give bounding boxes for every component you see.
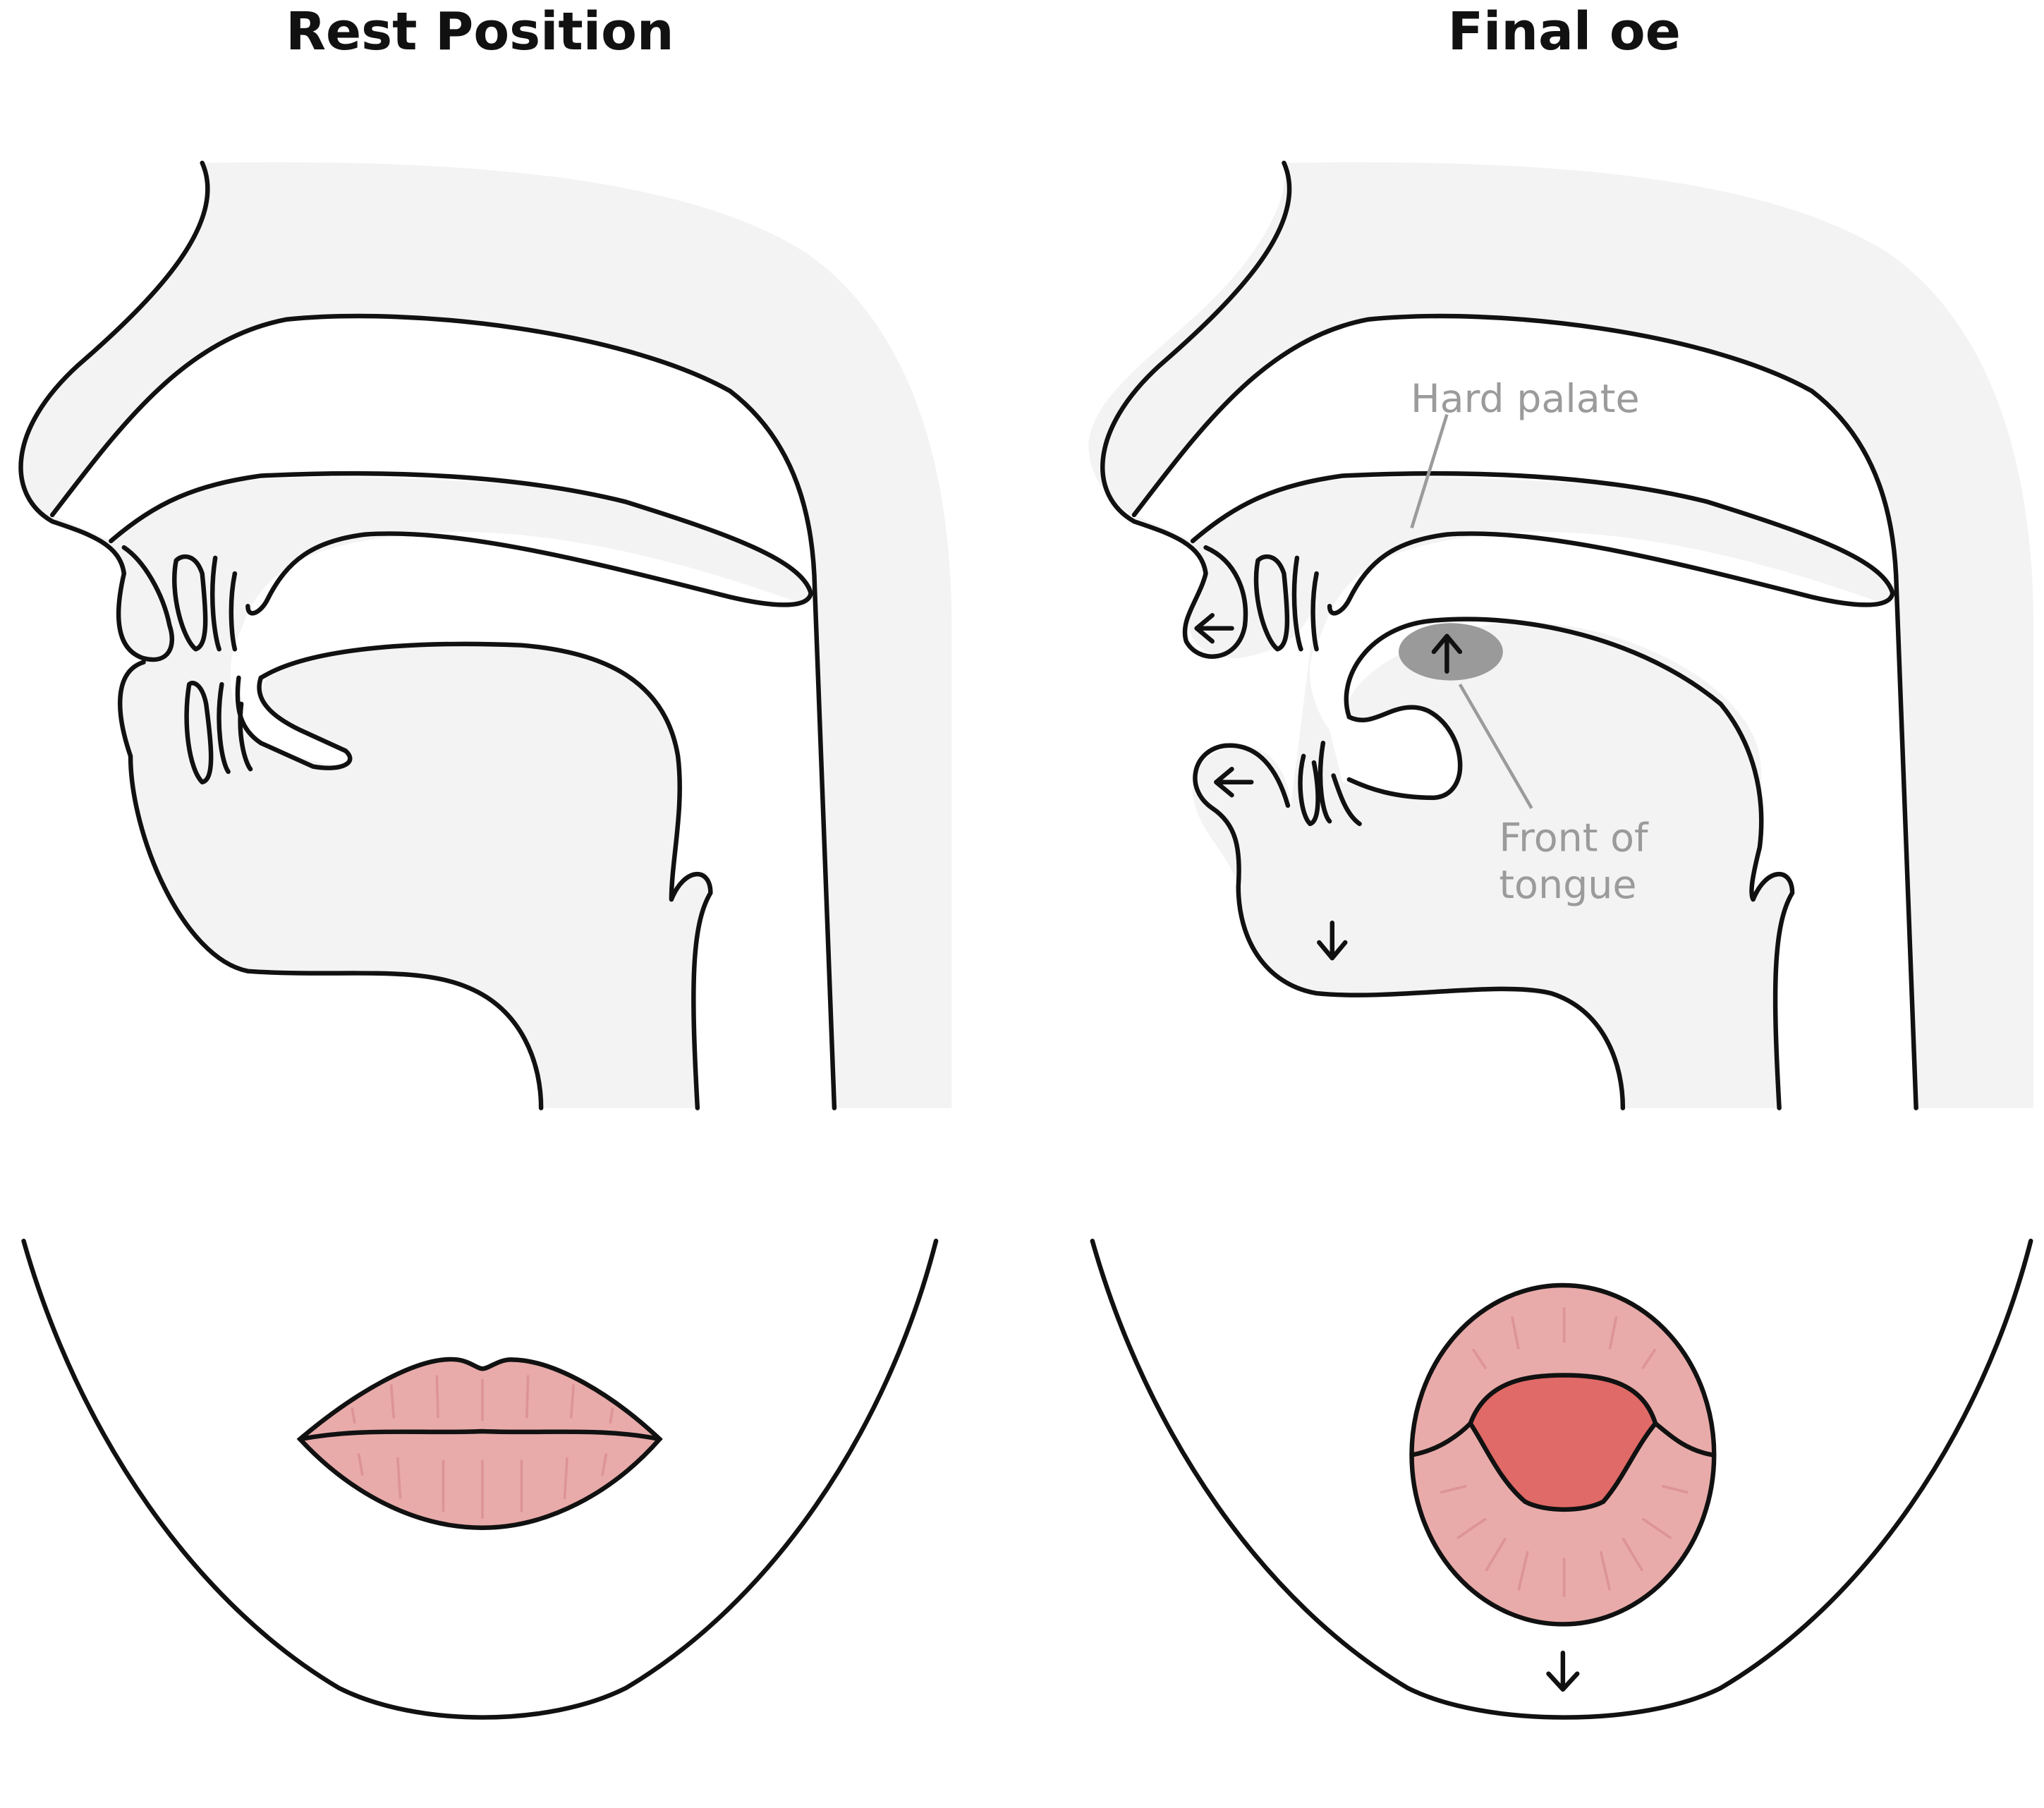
final-oe-sagittal-view xyxy=(1088,160,2033,1110)
arrow-down-jaw-icon xyxy=(1317,921,1348,961)
final-oe-title: Final oe xyxy=(1448,1,1681,62)
final-oe-front-view xyxy=(1090,1238,2033,1720)
rest-front-view xyxy=(21,1238,939,1720)
arrow-left-lower-lip-icon xyxy=(1214,767,1254,798)
closed-lips xyxy=(296,1357,663,1530)
rest-position-title: Rest Position xyxy=(286,1,674,62)
front-of-tongue-highlight xyxy=(1399,623,1503,681)
front-of-tongue-label-line2: tongue xyxy=(1499,863,1636,908)
hard-palate-label: Hard palate xyxy=(1411,377,1640,422)
rest-sagittal-view xyxy=(18,160,952,1110)
arrow-left-upper-lip-icon xyxy=(1194,612,1234,644)
arrow-up-tongue-icon xyxy=(1431,633,1463,674)
tongue-opening xyxy=(1468,1373,1658,1512)
front-of-tongue-label-line1: Front of xyxy=(1499,816,1649,861)
arrow-down-chin-icon xyxy=(1546,1650,1580,1692)
